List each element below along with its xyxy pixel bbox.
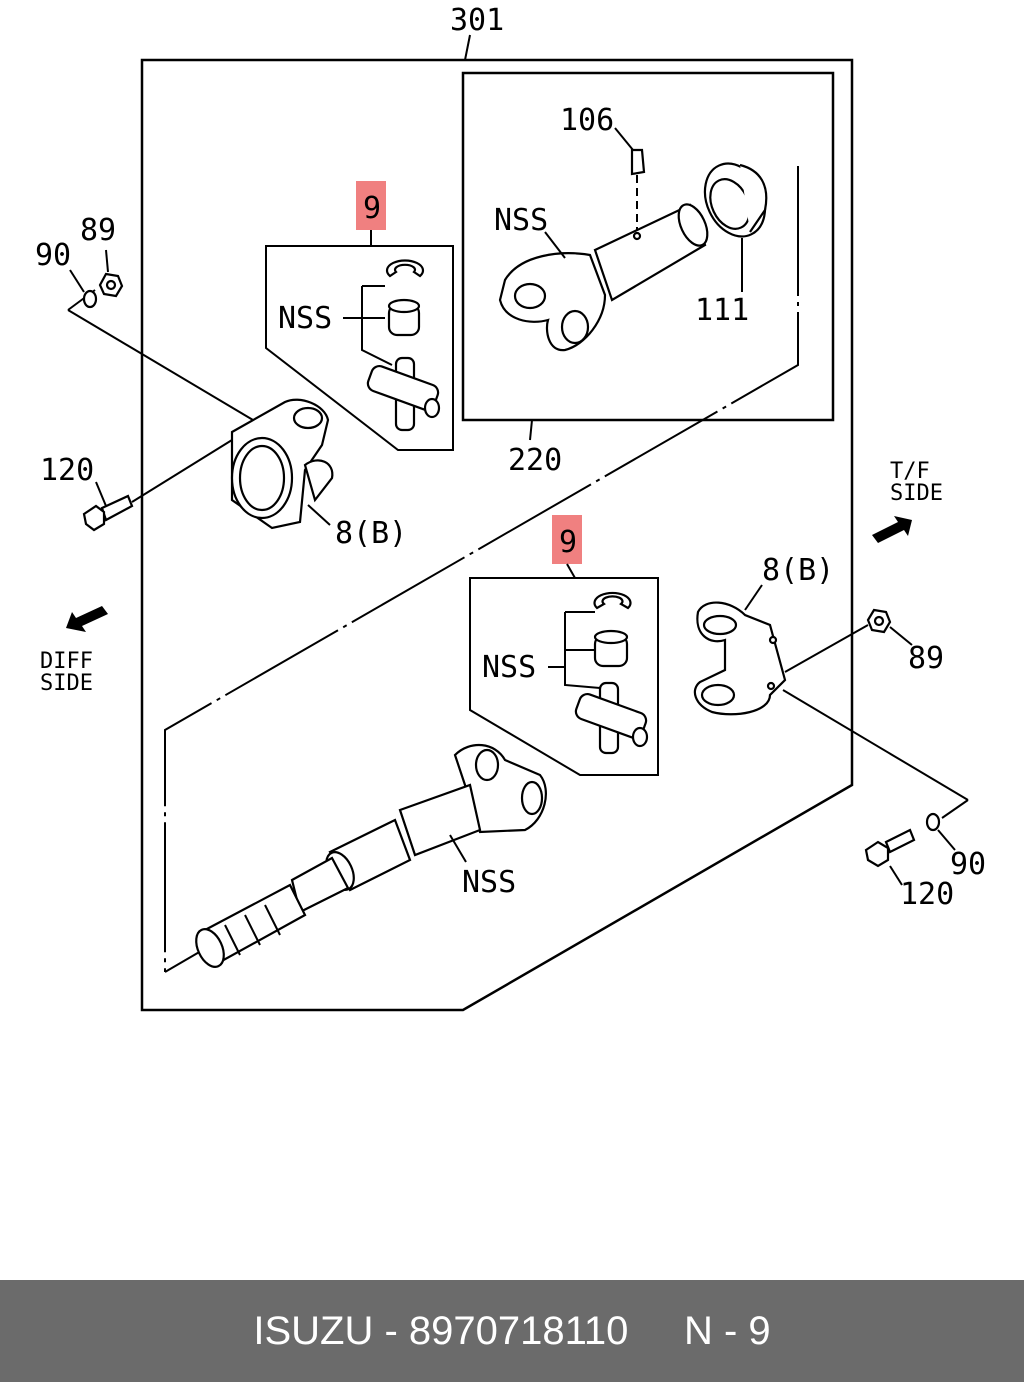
parts-diagram: 301 220 106 111 NSS 9 NSS <box>35 3 986 1012</box>
washer-left <box>82 289 98 309</box>
assembly-frame <box>140 58 854 1012</box>
kit-upper-highlight <box>356 181 386 230</box>
flange-yoke-right <box>693 601 787 716</box>
flange-yoke-left <box>230 398 334 530</box>
label-89-right: 89 <box>908 641 944 676</box>
label-nss-kit-lower: NSS <box>482 650 536 685</box>
label-diff-side-2: SIDE <box>40 671 93 696</box>
label-diff-side-1: DIFF <box>40 649 93 674</box>
sleeve-yoke-shaft <box>498 203 709 352</box>
footer-part-number: 8970718110 <box>408 1309 629 1353</box>
washer-right <box>925 812 941 832</box>
label-106: 106 <box>560 103 614 138</box>
label-kit-lower: 9 <box>559 525 577 560</box>
label-301: 301 <box>450 3 504 38</box>
label-tf-side-1: T/F <box>890 459 930 484</box>
nut-left <box>98 272 124 298</box>
kit-lower-parts <box>574 591 649 755</box>
kit-box-lower <box>469 577 659 776</box>
label-89-left: 89 <box>80 213 116 248</box>
bolt-right <box>864 828 916 868</box>
label-220: 220 <box>508 443 562 478</box>
label-120-left: 120 <box>40 453 94 488</box>
footer-caption: ISUZU - 8970718110 N - 9 <box>253 1309 771 1353</box>
kit-box-upper <box>265 245 454 451</box>
label-120-right: 120 <box>900 877 954 912</box>
kit-upper-parts <box>366 259 441 432</box>
splined-shaft <box>195 743 547 968</box>
label-nss-kit-upper: NSS <box>278 301 332 336</box>
footer-brand: ISUZU <box>253 1309 374 1353</box>
label-nss-shaft-bottom: NSS <box>462 865 516 900</box>
tf-side-arrow <box>872 516 912 543</box>
footer-bar: ISUZU - 8970718110 N - 9 <box>0 1280 1024 1382</box>
label-tf-side-2: SIDE <box>890 481 943 506</box>
boot <box>703 162 768 238</box>
label-nss-shaft-top: NSS <box>494 203 548 238</box>
diff-side-arrow <box>66 606 108 632</box>
bolt-left <box>82 494 134 532</box>
footer-position: N - 9 <box>683 1309 771 1353</box>
label-kit-upper: 9 <box>363 191 381 226</box>
label-90-right: 90 <box>950 847 986 882</box>
kit-lower-highlight <box>552 515 582 564</box>
sleeve-yoke-box <box>461 71 835 422</box>
label-flange-yoke-right: 8(B) <box>762 553 834 588</box>
label-flange-yoke-left: 8(B) <box>335 516 407 551</box>
label-90-left: 90 <box>35 238 71 273</box>
grease-fitting <box>630 148 646 241</box>
label-111: 111 <box>695 293 749 328</box>
nut-right <box>866 608 892 634</box>
